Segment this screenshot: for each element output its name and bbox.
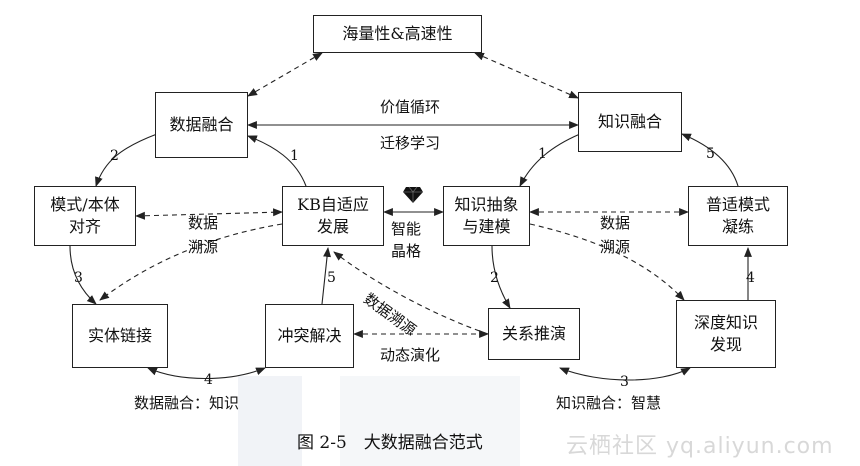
relation-inference-label: 关系推演 bbox=[501, 324, 566, 343]
dynamic-evolution-label: 动态演化 bbox=[380, 346, 441, 364]
arrow-3-left bbox=[69, 245, 97, 305]
entity-linking-label: 实体链接 bbox=[87, 326, 152, 345]
top-box: 海量性&高速性 bbox=[313, 15, 482, 53]
bottom-right-label: 知识融合：智慧 bbox=[556, 394, 662, 412]
figure-caption: 图 2-5 大数据融合范式 bbox=[297, 433, 483, 453]
deep-knowledge-line1: 深度知识 bbox=[693, 313, 758, 332]
schema-alignment-box: 模式/本体 对齐 bbox=[34, 186, 136, 246]
arrow-1-right bbox=[519, 133, 581, 187]
site-watermark: 云栖社区 yq.aliyun.com bbox=[566, 434, 834, 459]
entity-linking-box: 实体链接 bbox=[72, 304, 168, 368]
relation-inference-box: 关系推演 bbox=[488, 308, 580, 360]
knowledge-fusion-box: 知识融合 bbox=[578, 92, 682, 152]
arrow-2-right bbox=[491, 245, 511, 309]
data-fusion-label: 数据融合 bbox=[169, 115, 234, 134]
knowledge-abstraction-line1: 知识抽象 bbox=[454, 195, 519, 214]
arrow-5-right bbox=[681, 133, 739, 187]
arrow-3-right bbox=[559, 367, 691, 381]
kb-adaptive-line1: KB自适应 bbox=[297, 195, 369, 214]
step-number: 4 bbox=[746, 270, 755, 286]
step-number: 5 bbox=[327, 270, 336, 286]
arrow-1-left bbox=[247, 135, 307, 187]
deep-knowledge-line2: 发现 bbox=[709, 335, 742, 354]
trace-right-line2: 溯源 bbox=[600, 238, 631, 256]
deep-knowledge-box: 深度知识 发现 bbox=[676, 300, 776, 368]
schema-alignment-line2: 对齐 bbox=[68, 217, 101, 236]
diamond-gem-icon bbox=[403, 186, 423, 203]
dashed-trace-right-curve bbox=[529, 223, 685, 301]
general-pattern-line2: 凝练 bbox=[721, 217, 754, 236]
step-number: 4 bbox=[204, 372, 213, 388]
transfer-learning-label: 迁移学习 bbox=[380, 134, 441, 152]
trace-right-line1: 数据 bbox=[600, 214, 631, 232]
step-number: 2 bbox=[490, 270, 499, 286]
conflict-resolution-label: 冲突解决 bbox=[277, 326, 342, 345]
schema-alignment-line1: 模式/本体 bbox=[50, 195, 120, 214]
trace-left-line2: 溯源 bbox=[188, 238, 219, 256]
step-number: 1 bbox=[538, 146, 547, 162]
step-number: 2 bbox=[110, 148, 119, 164]
general-pattern-line1: 普适模式 bbox=[705, 195, 770, 214]
top-box-label: 海量性&高速性 bbox=[342, 24, 453, 43]
smart-lattice-line2: 晶格 bbox=[391, 242, 422, 260]
general-pattern-box: 普适模式 凝练 bbox=[688, 186, 788, 246]
arrow-2-left bbox=[95, 133, 158, 187]
knowledge-abstraction-line2: 与建模 bbox=[462, 217, 511, 236]
value-cycle-label: 价值循环 bbox=[380, 98, 441, 116]
step-number: 5 bbox=[706, 146, 715, 162]
arrow-5-left bbox=[321, 247, 331, 305]
conflict-resolution-box: 冲突解决 bbox=[265, 304, 354, 368]
dashed-top-right-arrow bbox=[474, 52, 579, 99]
watermark-block bbox=[340, 376, 520, 466]
kb-adaptive-line2: 发展 bbox=[316, 217, 349, 236]
dashed-trace-left bbox=[135, 208, 283, 220]
smart-lattice-line1: 智能 bbox=[391, 220, 422, 238]
kb-adaptive-box: KB自适应 发展 bbox=[282, 186, 384, 246]
watermark-block bbox=[238, 376, 302, 466]
knowledge-abstraction-box: 知识抽象 与建模 bbox=[443, 186, 530, 246]
bottom-left-label: 数据融合：知识 bbox=[134, 394, 240, 412]
dashed-trace-left-curve bbox=[99, 223, 283, 301]
dashed-top-left-arrow bbox=[247, 52, 323, 97]
trace-left-line1: 数据 bbox=[188, 214, 219, 232]
arrow-4-left bbox=[147, 367, 266, 380]
step-number: 1 bbox=[290, 148, 299, 164]
dashed-trace-diagonal bbox=[333, 251, 489, 335]
step-number: 3 bbox=[620, 374, 629, 390]
data-fusion-box: 数据融合 bbox=[155, 92, 248, 158]
knowledge-fusion-label: 知识融合 bbox=[597, 112, 662, 131]
step-number: 3 bbox=[74, 270, 83, 286]
